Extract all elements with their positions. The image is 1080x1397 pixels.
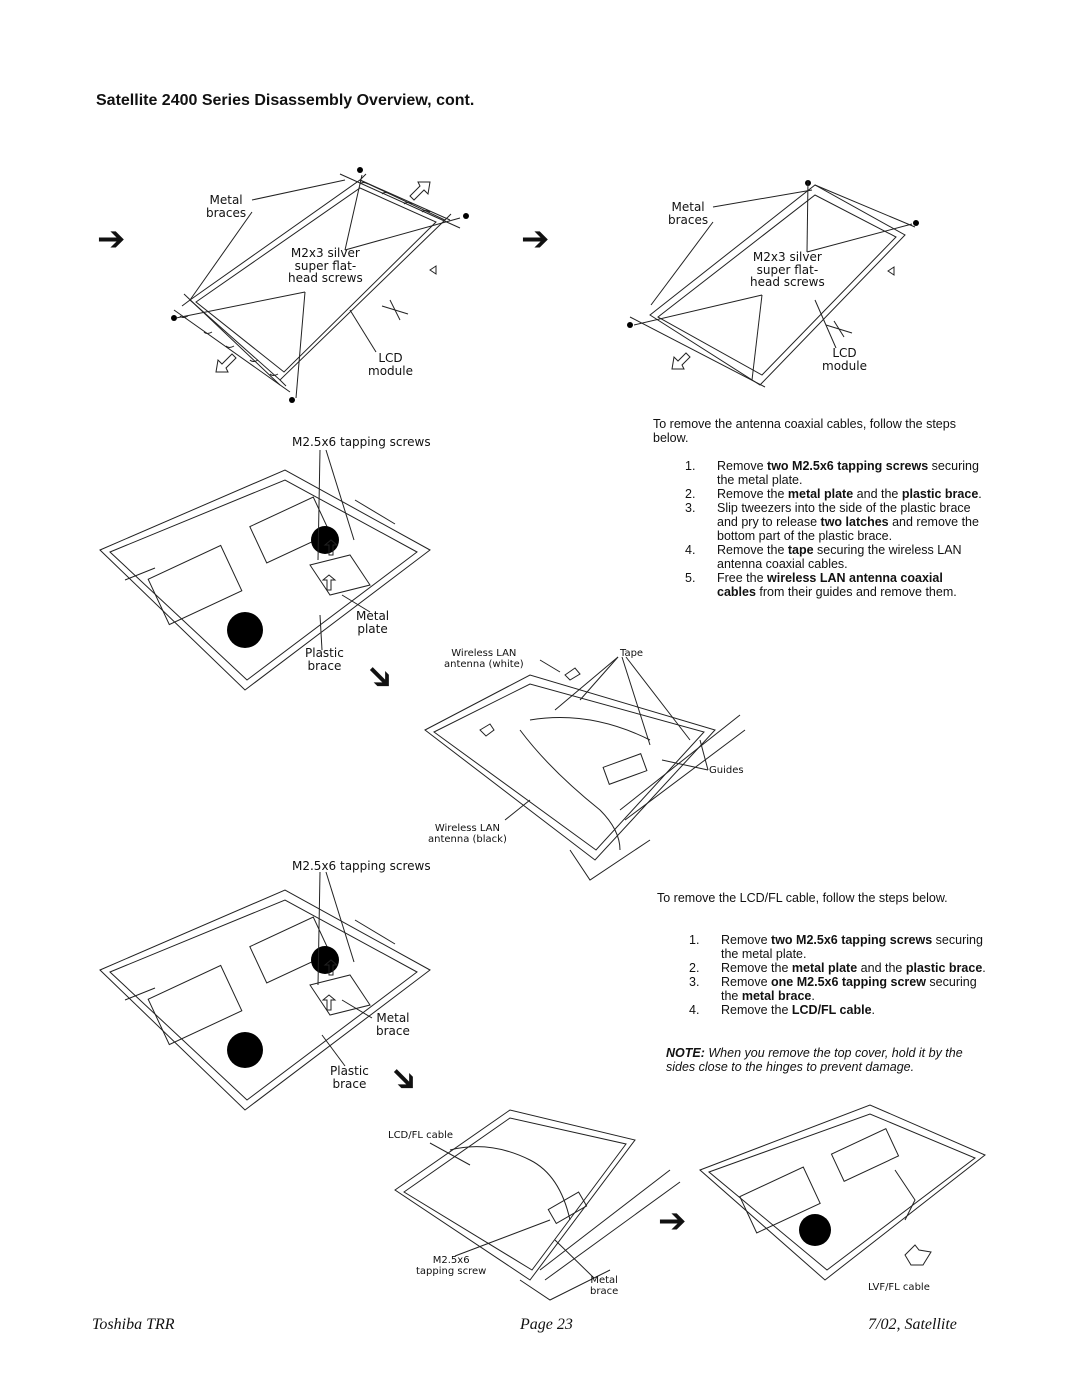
label-metal-plate: Metal plate	[356, 609, 390, 636]
label-lcd-module: LCD module	[368, 351, 413, 378]
label-guides: Guides	[709, 765, 744, 776]
label-lcd-module: LCD module	[822, 346, 867, 373]
lcd-step-4: 4.Remove the LCD/FL cable.	[689, 1003, 876, 1017]
lcd-step-2: 2.Remove the metal plate and the plastic…	[689, 961, 986, 975]
label-metal-brace: Metal brace	[590, 1275, 619, 1297]
label-metal-braces: Metal braces	[668, 200, 709, 227]
label-metal-braces: Metal braces	[206, 193, 247, 220]
note: NOTE: When you remove the top cover, hol…	[666, 1046, 963, 1074]
display-back-illustration	[424, 667, 746, 881]
antenna-intro: To remove the antenna coaxial cables, fo…	[653, 417, 956, 445]
label-tape: Tape	[620, 648, 644, 659]
footer-page: Page 23	[520, 1316, 573, 1333]
label-plastic-brace: Plastic brace	[305, 646, 344, 673]
label-tapping-screws: M2.5x6 tapping screws	[292, 435, 431, 449]
footer-left: Toshiba TRR	[92, 1316, 175, 1333]
label-lcdfl-cable: LCD/FL cable	[388, 1130, 454, 1141]
right-arrow-icon: ➔	[658, 1201, 687, 1241]
label-lvffl-cable: LVF/FL cable	[868, 1282, 930, 1293]
label-metal-brace: Metal brace	[376, 1011, 410, 1038]
page-title: Satellite 2400 Series Disassembly Overvi…	[96, 92, 475, 109]
display-lcdfl-illustration	[394, 1109, 681, 1301]
antenna-step-2: 2.Remove the metal plate and the plastic…	[685, 487, 982, 501]
base-illustration-2	[99, 889, 431, 1111]
label-tapping-screws: M2.5x6 tapping screws	[292, 859, 431, 873]
right-arrow-icon: ➔	[97, 219, 126, 259]
antenna-step-5: 5.Free the wireless LAN antenna coaxial …	[685, 571, 957, 599]
label-plastic-brace: Plastic brace	[330, 1064, 369, 1091]
label-tapping-screw: M2.5x6 tapping screw	[416, 1255, 487, 1277]
lcd-module-illustration-1	[171, 167, 469, 403]
lcd-module-illustration-2	[627, 180, 919, 388]
label-wlan-white: Wireless LAN antenna (white)	[444, 648, 524, 670]
lcd-intro: To remove the LCD/FL cable, follow the s…	[657, 891, 948, 905]
antenna-step-3: 3.Slip tweezers into the side of the pla…	[685, 501, 979, 543]
right-arrow-icon: ➔	[521, 219, 550, 259]
antenna-steps: 1.Remove two M2.5x6 tapping screws secur…	[685, 459, 985, 599]
label-screws: M2x3 silver super flat- head screws	[288, 246, 363, 286]
lcd-step-1: 1.Remove two M2.5x6 tapping screws secur…	[689, 933, 983, 961]
label-wlan-black: Wireless LAN antenna (black)	[428, 823, 507, 845]
antenna-step-1: 1.Remove two M2.5x6 tapping screws secur…	[685, 459, 979, 487]
footer-right: 7/02, Satellite	[868, 1316, 957, 1333]
base-lvffl-illustration	[699, 1104, 986, 1281]
lcd-step-3: 3.Remove one M2.5x6 tapping screw securi…	[689, 975, 977, 1003]
lcd-steps: 1.Remove two M2.5x6 tapping screws secur…	[689, 933, 989, 1017]
antenna-step-4: 4.Remove the tape securing the wireless …	[685, 543, 962, 571]
label-screws: M2x3 silver super flat- head screws	[750, 250, 825, 290]
